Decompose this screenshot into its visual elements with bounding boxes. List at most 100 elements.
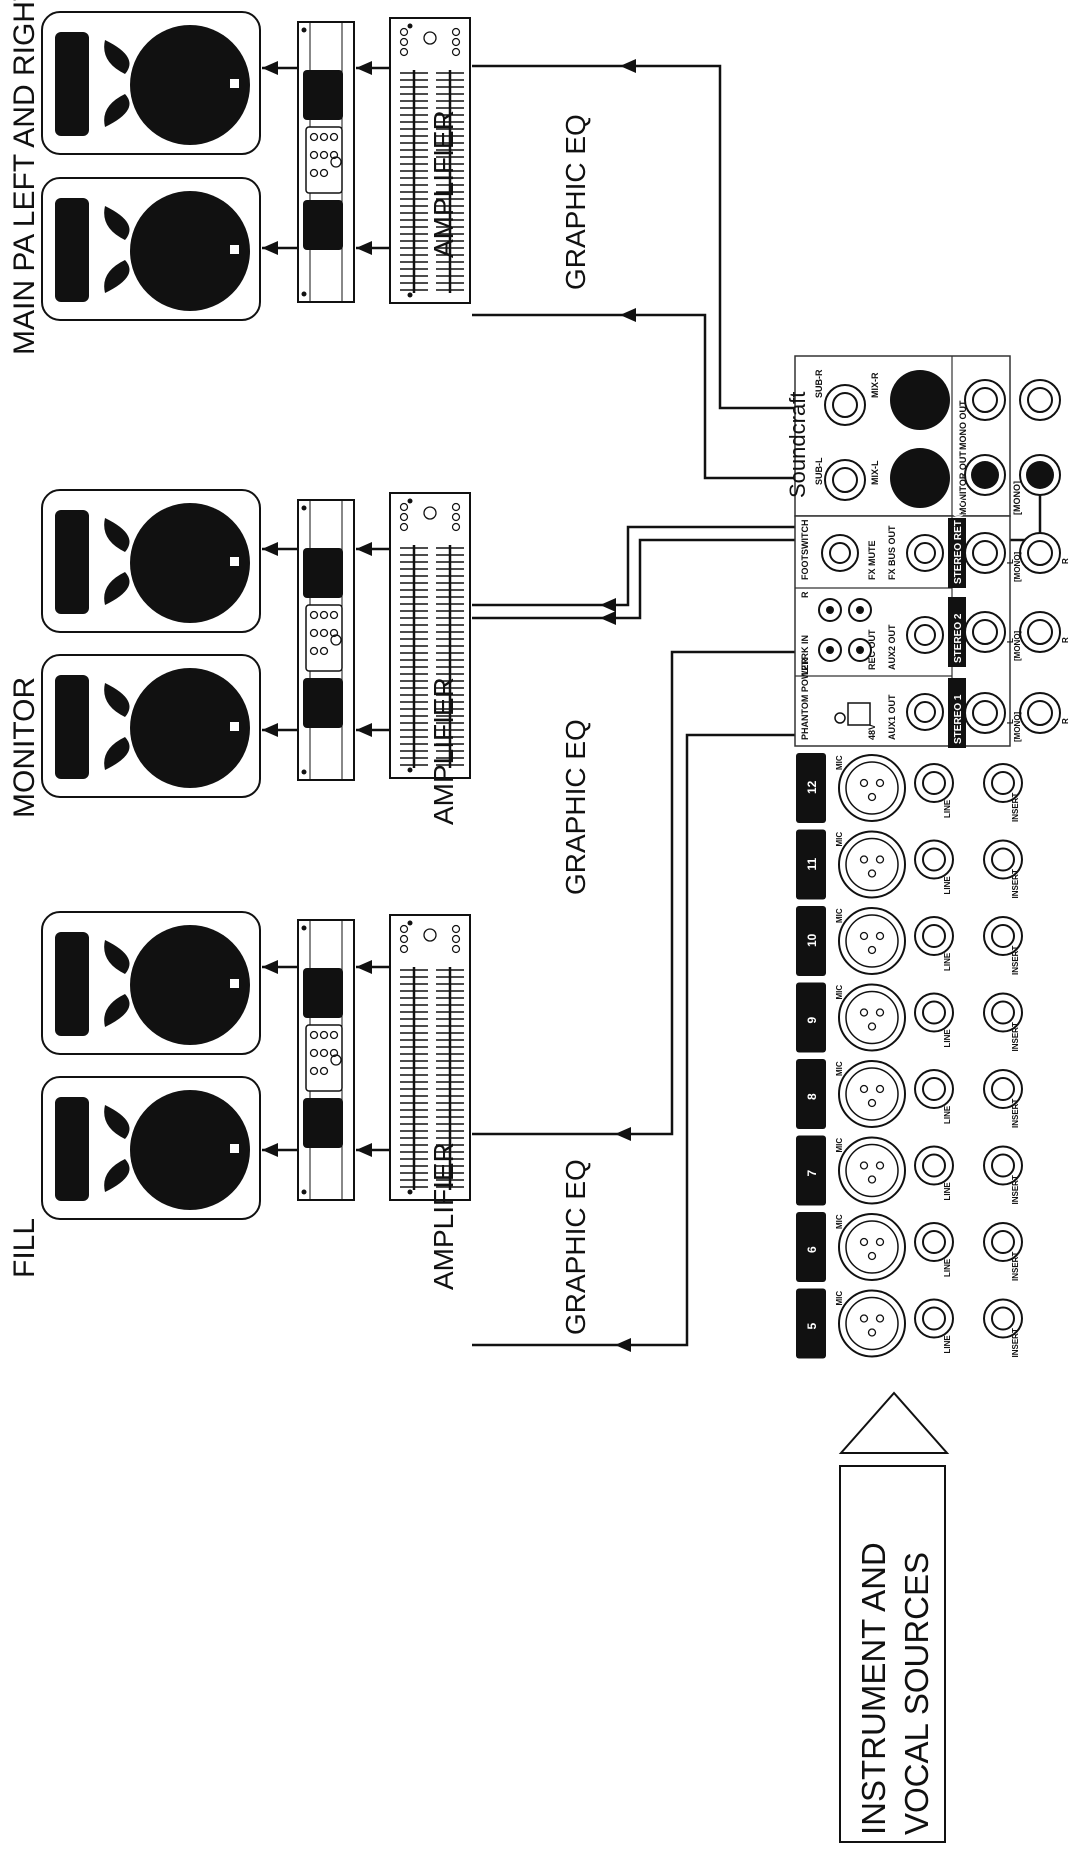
- line-input-jack-9[interactable]: [914, 992, 954, 1033]
- eq-knob-icon[interactable]: [451, 934, 461, 944]
- amplifier-power-icon[interactable]: [330, 156, 342, 168]
- amplifier-knob-icon[interactable]: [329, 132, 339, 142]
- rca-2trk-in-r[interactable]: [818, 598, 842, 622]
- eq-knob-icon[interactable]: [399, 934, 409, 944]
- jack-mono-out[interactable]: [964, 379, 1006, 421]
- xlr-mic-input-9[interactable]: [838, 983, 906, 1052]
- amplifier-knob-icon[interactable]: [319, 610, 329, 620]
- eq-power-icon[interactable]: [423, 31, 437, 45]
- xlr-mix-l-output[interactable]: [890, 448, 950, 508]
- jack-mono-out-2[interactable]: [1019, 379, 1061, 421]
- amplifier-knob-icon[interactable]: [319, 628, 329, 638]
- amplifier-knob-icon[interactable]: [309, 646, 319, 656]
- amplifier-knob-icon[interactable]: [329, 1030, 339, 1040]
- line-input-jack-11[interactable]: [914, 839, 954, 880]
- eq-knob-icon[interactable]: [451, 27, 461, 37]
- stereo-jack-stereo_l[interactable]: [964, 532, 1006, 574]
- speaker-woofer-icon: [130, 925, 250, 1045]
- insert-jack-11[interactable]: [983, 839, 1023, 880]
- amplifier-knob-icon[interactable]: [309, 628, 319, 638]
- eq-knob-icon[interactable]: [399, 502, 409, 512]
- xlr-mic-input-5[interactable]: [838, 1289, 906, 1358]
- amplifier-knob-icon[interactable]: [309, 150, 319, 160]
- amplifier-knob-icon[interactable]: [309, 168, 319, 178]
- eq-knob-icon[interactable]: [399, 924, 409, 934]
- amplifier-knob-icon[interactable]: [329, 628, 339, 638]
- jack-fx-bus-out[interactable]: [906, 534, 944, 572]
- rca-rec-out-l[interactable]: [848, 638, 872, 662]
- insert-jack-5[interactable]: [983, 1298, 1023, 1339]
- amplifier-knob-icon[interactable]: [309, 610, 319, 620]
- line-input-jack-10[interactable]: [914, 916, 954, 956]
- eq-power-icon[interactable]: [423, 928, 437, 942]
- jack-monitor-out-r[interactable]: [1019, 454, 1061, 496]
- eq-knob-icon[interactable]: [451, 47, 461, 57]
- amplifier-knob-icon[interactable]: [329, 150, 339, 160]
- eq-power-icon[interactable]: [423, 506, 437, 520]
- xlr-mic-input-12[interactable]: [838, 754, 906, 822]
- rca-2trk-in-l[interactable]: [818, 638, 842, 662]
- insert-jack-10[interactable]: [983, 916, 1023, 956]
- xlr-mic-input-8[interactable]: [838, 1060, 906, 1128]
- eq-knob-icon[interactable]: [399, 522, 409, 532]
- jack-monitor-out-l[interactable]: [964, 454, 1006, 496]
- amplifier-knob-icon[interactable]: [319, 168, 329, 178]
- amplifier-knob-icon[interactable]: [309, 132, 319, 142]
- stereo-jack-stereo_r[interactable]: [1019, 532, 1061, 574]
- jack-footswitch[interactable]: [821, 534, 859, 572]
- line-input-jack-5[interactable]: [914, 1298, 954, 1339]
- xlr-mic-input-10[interactable]: [838, 907, 906, 975]
- jack-aux1-out[interactable]: [906, 693, 944, 731]
- line-input-jack-6[interactable]: [914, 1222, 954, 1262]
- amplifier-knob-icon[interactable]: [329, 1048, 339, 1058]
- amplifier-knob-icon[interactable]: [309, 1066, 319, 1076]
- amplifier-knob-icon[interactable]: [319, 150, 329, 160]
- mic-label: MIC: [835, 1291, 844, 1306]
- eq-knob-icon[interactable]: [399, 47, 409, 57]
- jack-sub-l[interactable]: [824, 459, 866, 501]
- stereo-jack-stereo_r[interactable]: [1019, 611, 1061, 653]
- amplifier-power-icon[interactable]: [330, 1054, 342, 1066]
- line-input-jack-12[interactable]: [914, 763, 954, 803]
- insert-jack-12[interactable]: [983, 763, 1023, 803]
- jack-aux2-out[interactable]: [906, 616, 944, 654]
- line-input-jack-8[interactable]: [914, 1069, 954, 1109]
- amplifier-knob-icon[interactable]: [309, 1030, 319, 1040]
- speaker-port-icon: [55, 1097, 89, 1201]
- speaker-port-icon: [55, 675, 89, 779]
- phantom-power-switch[interactable]: [847, 702, 871, 726]
- xlr-mic-input-6[interactable]: [838, 1213, 906, 1281]
- eq-knob-icon[interactable]: [451, 512, 461, 522]
- eq-knob-icon[interactable]: [451, 522, 461, 532]
- insert-jack-9[interactable]: [983, 992, 1023, 1033]
- eq-knob-icon[interactable]: [399, 512, 409, 522]
- stereo-jack-stereo_l[interactable]: [964, 611, 1006, 653]
- xlr-mix-r-output[interactable]: [890, 370, 950, 430]
- eq-knob-icon[interactable]: [399, 37, 409, 47]
- amplifier-knob-icon[interactable]: [319, 1066, 329, 1076]
- eq-knob-icon[interactable]: [451, 502, 461, 512]
- amplifier-knob-icon[interactable]: [329, 610, 339, 620]
- xlr-mic-input-11[interactable]: [838, 830, 906, 899]
- stereo-jack-stereo_r[interactable]: [1019, 692, 1061, 734]
- speaker-horn-icon: [104, 94, 130, 127]
- amplifier-knob-icon[interactable]: [309, 1048, 319, 1058]
- amplifier-power-icon[interactable]: [330, 634, 342, 646]
- eq-knob-icon[interactable]: [399, 27, 409, 37]
- xlr-mic-input-7[interactable]: [838, 1136, 906, 1205]
- amplifier-knob-icon[interactable]: [319, 132, 329, 142]
- amplifier-knob-icon[interactable]: [319, 1048, 329, 1058]
- insert-jack-8[interactable]: [983, 1069, 1023, 1109]
- insert-jack-7[interactable]: [983, 1145, 1023, 1186]
- eq-knob-icon[interactable]: [451, 924, 461, 934]
- stereo-jack-stereo_l[interactable]: [964, 692, 1006, 734]
- eq-knob-icon[interactable]: [451, 37, 461, 47]
- amplifier-knob-icon[interactable]: [319, 646, 329, 656]
- jack-sub-r[interactable]: [824, 384, 866, 426]
- line-input-jack-7[interactable]: [914, 1145, 954, 1186]
- rca-rec-out-r[interactable]: [848, 598, 872, 622]
- amplifier-knob-icon[interactable]: [319, 1030, 329, 1040]
- eq-knob-icon[interactable]: [399, 944, 409, 954]
- eq-knob-icon[interactable]: [451, 944, 461, 954]
- insert-jack-6[interactable]: [983, 1222, 1023, 1262]
